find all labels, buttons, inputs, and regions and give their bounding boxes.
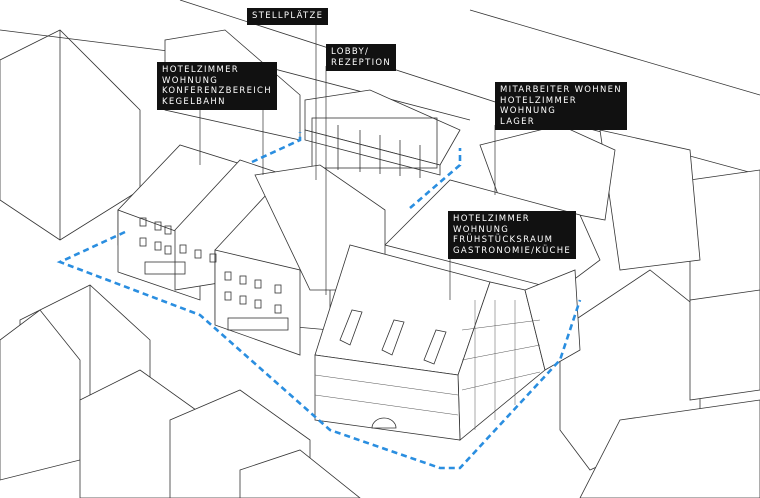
label-line: FRÜHSTÜCKSRAUM [453, 235, 554, 245]
label-line: GASTRONOMIE/KÜCHE [453, 245, 572, 256]
label-line: KEGELBAHN [162, 96, 226, 107]
leader-lines [199, 22, 496, 300]
label-main-building: HOTELZIMMER WOHNUNG FRÜHSTÜCKSRAUM GASTR… [448, 211, 577, 259]
label-line: HOTELZIMMER [453, 214, 530, 224]
label-line: HOTELZIMMER [162, 65, 239, 75]
site-boundary [56, 132, 582, 470]
label-line: HOTELZIMMER [500, 95, 577, 106]
label-line: LOBBY/ [331, 47, 370, 57]
label-line: LAGER [500, 116, 535, 127]
label-line: STELLPLÄTZE [252, 11, 324, 21]
label-stellplaetze: STELLPLÄTZE [247, 8, 329, 25]
label-line: WOHNUNG [162, 75, 219, 86]
lobby-block [304, 89, 461, 178]
label-line: REZEPTION [331, 57, 392, 68]
label-staff-building: MITARBEITER WOHNEN HOTELZIMMER WOHNUNG L… [495, 82, 627, 130]
main-building [314, 244, 581, 441]
label-left-building: HOTELZIMMER WOHNUNG KONFERENZBEREICH KEG… [157, 62, 277, 110]
label-line: MITARBEITER WOHNEN [500, 85, 622, 95]
label-lobby: LOBBY/ REZEPTION [326, 44, 397, 71]
label-line: WOHNUNG [500, 106, 557, 116]
label-line: KONFERENZBEREICH [162, 86, 272, 96]
label-line: WOHNUNG [453, 224, 510, 235]
